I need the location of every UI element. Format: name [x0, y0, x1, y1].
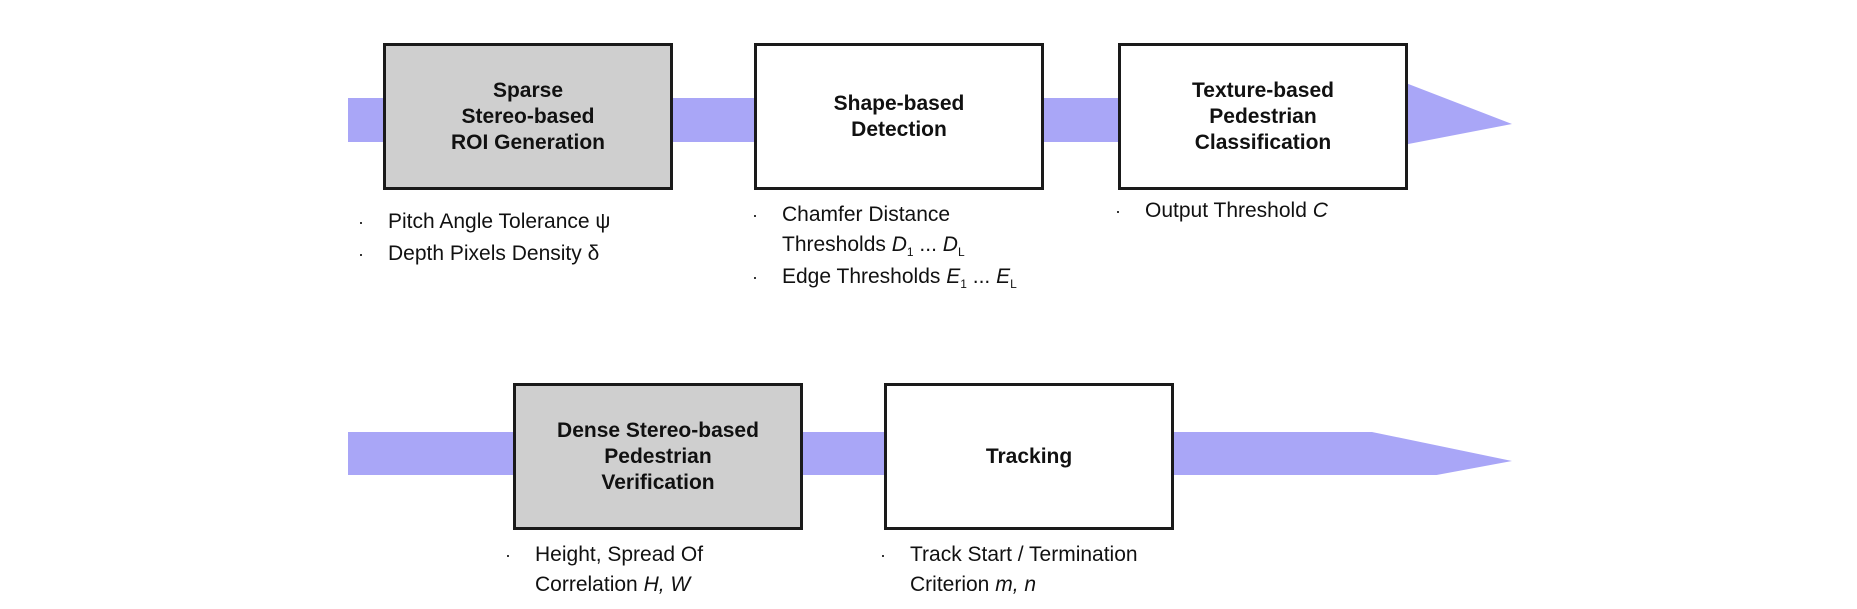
bullet-icon: ·: [358, 212, 364, 232]
parameter-item: · Chamfer Distance Thresholds D1 ... DL: [752, 200, 1017, 260]
shape-based-detection-box: Shape-based Detection: [754, 43, 1044, 190]
parameter-item: · Track Start / Termination Criterion m,…: [880, 540, 1138, 600]
parameter-variable: E: [996, 265, 1011, 288]
parameter-variable: H, W: [643, 573, 691, 596]
parameter-ellipsis: ...: [913, 233, 943, 256]
parameter-item: · Height, Spread Of Correlation H, W: [505, 540, 703, 600]
parameter-text: Pitch Angle Tolerance: [388, 210, 596, 233]
bullet-icon: ·: [358, 244, 364, 264]
box-label-line: Classification: [1194, 130, 1332, 154]
parameter-subscript: L: [1010, 277, 1017, 291]
tracking-box: Tracking: [884, 383, 1174, 530]
parameter-text-line2: Correlation H, W: [535, 570, 703, 600]
bullet-icon: ·: [1115, 201, 1121, 221]
parameter-text-line2: Thresholds D1 ... DL: [782, 230, 1017, 260]
parameter-variable: C: [1312, 199, 1328, 222]
parameter-variable: E: [946, 265, 961, 288]
parameter-item: · Output Threshold C: [1115, 196, 1328, 226]
bullet-icon: ·: [505, 545, 511, 565]
texture-parameter-list: · Output Threshold C: [1115, 196, 1328, 226]
parameter-symbol: ψ: [595, 210, 611, 233]
box-label-line: Verification: [601, 470, 715, 494]
parameter-text: Chamfer Distance: [782, 203, 951, 226]
box-label-line: Texture-based: [1192, 78, 1334, 102]
box-label-line: Detection: [851, 117, 947, 141]
box-label-line: Pedestrian: [1209, 104, 1317, 128]
parameter-subscript: 1: [906, 245, 914, 259]
parameter-text-line2: Criterion m, n: [910, 570, 1138, 600]
parameter-text: Criterion: [910, 573, 996, 596]
parameter-variable: m, n: [995, 573, 1037, 596]
box-label-line: ROI Generation: [450, 130, 606, 154]
parameter-subscript: 1: [960, 277, 967, 291]
box-label-line: Pedestrian: [604, 444, 712, 468]
box-label-line: Tracking: [985, 444, 1073, 468]
tracking-parameter-list: · Track Start / Termination Criterion m,…: [880, 540, 1138, 600]
parameter-variable: D: [891, 233, 907, 256]
parameter-ellipsis: ...: [966, 265, 997, 288]
bullet-icon: ·: [880, 545, 886, 565]
parameter-lines: Track Start / Termination Criterion m, n: [910, 540, 1138, 600]
parameter-text: Thresholds: [782, 233, 892, 256]
texture-based-classification-box: Texture-based Pedestrian Classification: [1118, 43, 1408, 190]
parameter-lines: Chamfer Distance Thresholds D1 ... DL: [782, 200, 1017, 260]
sparse-stereo-roi-generation-box: Sparse Stereo-based ROI Generation: [383, 43, 673, 190]
parameter-item: · Pitch Angle Tolerance ψ: [358, 207, 610, 237]
bullet-icon: ·: [752, 267, 758, 287]
box-label-line: Stereo-based: [461, 104, 595, 128]
parameter-symbol: δ: [587, 242, 600, 265]
dense-parameter-list: · Height, Spread Of Correlation H, W: [505, 540, 703, 600]
parameter-text: Correlation: [535, 573, 644, 596]
box-label-line: Shape-based: [833, 91, 965, 115]
roi-parameter-list: · Pitch Angle Tolerance ψ · Depth Pixels…: [358, 207, 610, 269]
parameter-item: · Depth Pixels Density δ: [358, 239, 610, 269]
parameter-subscript: L: [957, 245, 965, 259]
parameter-text: Edge Thresholds: [782, 265, 947, 288]
box-label-line: Dense Stereo-based: [557, 418, 759, 442]
parameter-text: Track Start / Termination: [910, 543, 1138, 566]
parameter-text: Height, Spread Of: [535, 543, 704, 566]
bullet-icon: ·: [752, 205, 758, 225]
box-label-line: Sparse: [492, 78, 564, 102]
parameter-variable: D: [942, 233, 958, 256]
parameter-lines: Height, Spread Of Correlation H, W: [535, 540, 703, 600]
parameter-text: Output Threshold: [1145, 199, 1313, 222]
shape-parameter-list: · Chamfer Distance Thresholds D1 ... DL …: [752, 200, 1017, 292]
parameter-text: Depth Pixels Density: [388, 242, 588, 265]
dense-stereo-verification-box: Dense Stereo-based Pedestrian Verificati…: [513, 383, 803, 530]
parameter-item: · Edge Thresholds E1 ... EL: [752, 262, 1017, 292]
